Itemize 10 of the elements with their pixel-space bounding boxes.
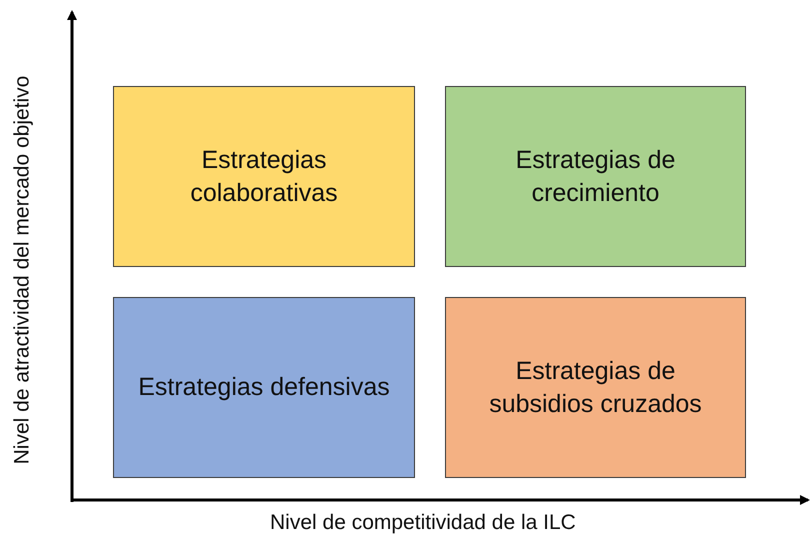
quadrant-box (445, 86, 746, 267)
quadrant-label: Estrategias de subsidios cruzados (488, 356, 703, 420)
quadrant-box (445, 297, 746, 478)
x-axis-title: Nivel de competitividad de la ILC (270, 511, 576, 535)
quadrant-label: Estrategias colaborativas (189, 145, 339, 208)
quadrant-box (113, 297, 415, 478)
quadrant-label: Estrategias de crecimiento (514, 145, 676, 208)
y-axis-title: Nivel de atractividad del mercado objetivo (10, 76, 34, 464)
quadrant-label: Estrategias defensivas (138, 372, 390, 404)
quadrant-box (113, 86, 415, 267)
